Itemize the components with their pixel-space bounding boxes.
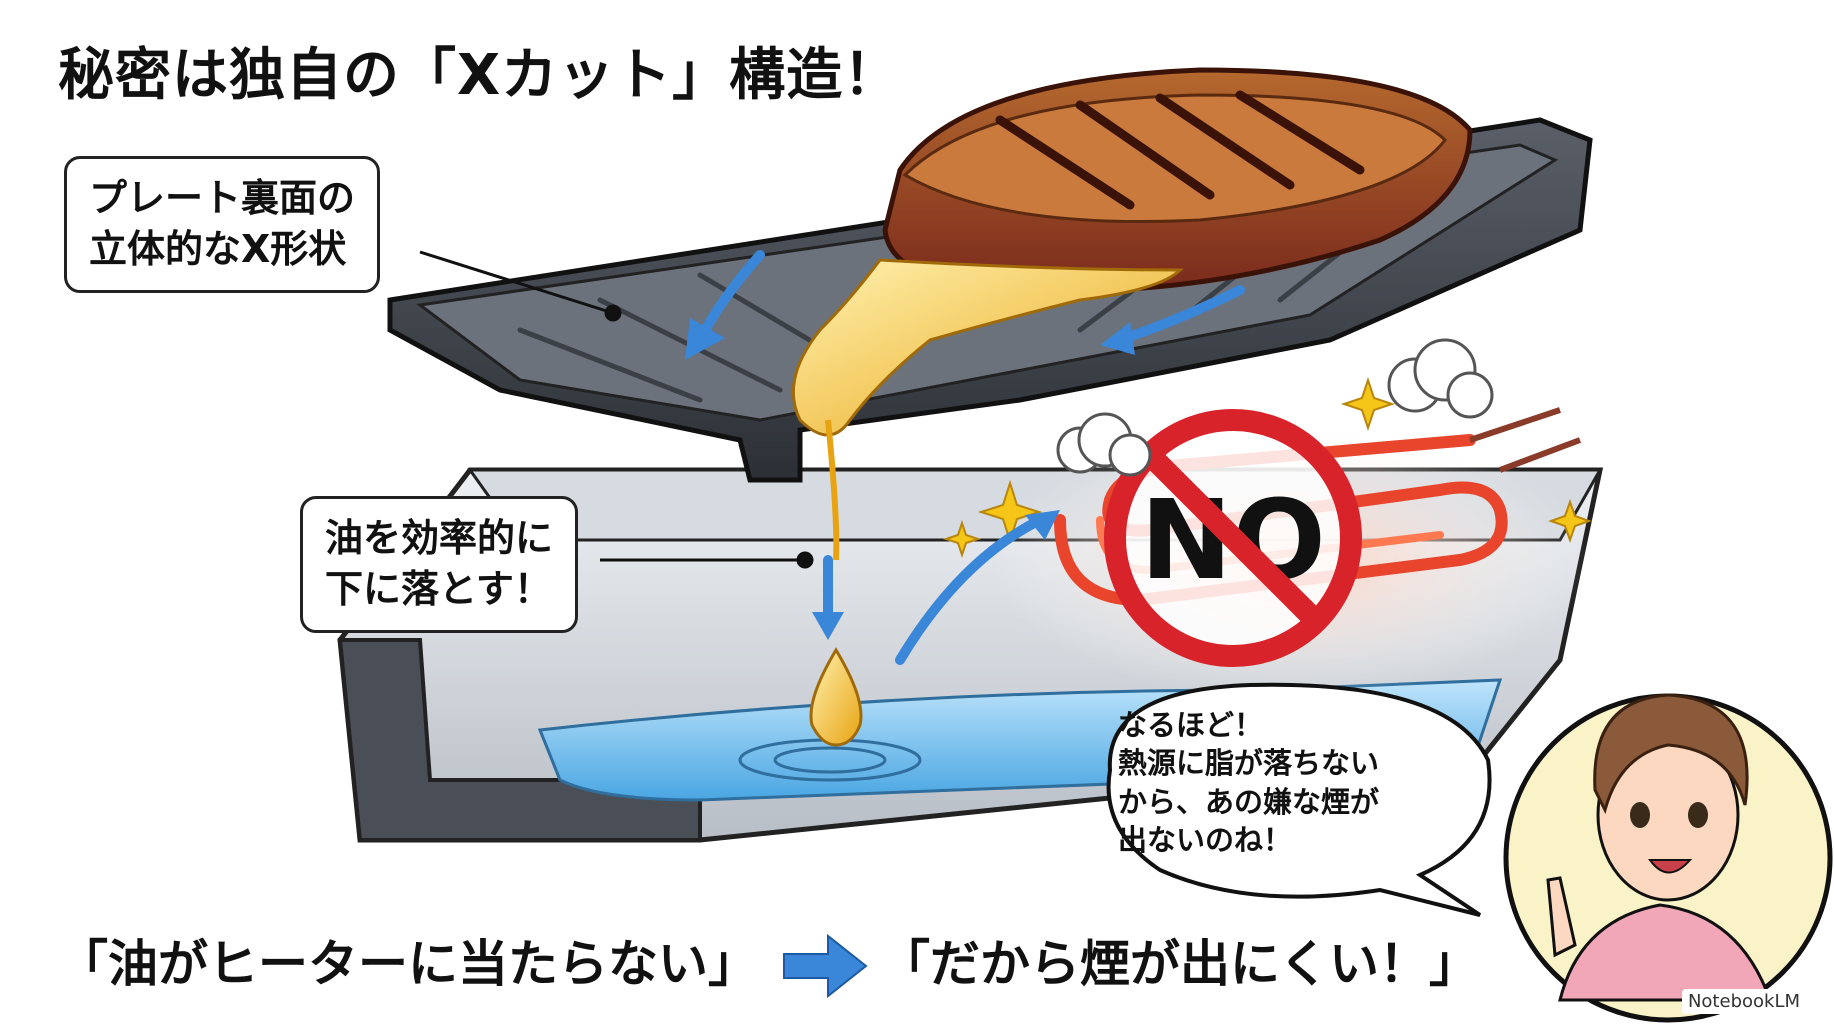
watermark-label: NotebookLM — [1681, 989, 1806, 1014]
page-title: 秘密は独自の「Xカット」構造！ — [58, 43, 901, 108]
callout-plate-line-2: 立体的なX形状 — [89, 227, 347, 272]
speech-line-1: なるほど！ — [1118, 708, 1264, 742]
callout-oil-line-1: 油を効率的に — [325, 516, 554, 560]
speech-text: なるほど！ 熱源に脂が落ちない から、あの嫌な煙が 出ないのね！ — [1118, 706, 1478, 859]
callout-plate-shape: プレート裏面の 立体的なX形状 — [64, 156, 381, 293]
no-sign-icon: NO — [1104, 409, 1362, 667]
steak-illustration — [882, 67, 1473, 294]
oil-drip — [791, 258, 1184, 747]
callout-oil-drop: 油を効率的に 下に落とす！ — [300, 496, 579, 633]
speech-line-2: 熱源に脂が落ちない — [1118, 746, 1380, 781]
sparkle-icon — [942, 376, 1592, 559]
speech-line-4: 出ないのね！ — [1118, 822, 1293, 857]
smoke-puff-icon — [1056, 338, 1494, 477]
speech-bubble — [1106, 682, 1492, 917]
speech-line-3: から、あの嫌な煙が — [1118, 784, 1380, 819]
arrow-right-icon — [783, 933, 868, 999]
woman-avatar — [1503, 693, 1833, 1023]
bottom-cause-text: 「油がヒーターに当たらない」 — [58, 935, 758, 993]
callout-plate-line-1: プレート裏面の — [89, 176, 356, 220]
callout-leaders — [419, 250, 814, 569]
callout-oil-line-2: 下に落とす！ — [325, 567, 552, 612]
bottom-effect-text: 「だから煙が出にくい！」 — [880, 935, 1479, 993]
